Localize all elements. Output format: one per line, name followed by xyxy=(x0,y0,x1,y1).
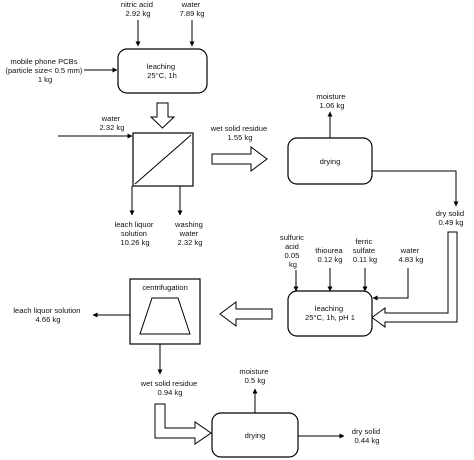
pcbs-label: mobile phone PCBs (particle size< 0.5 mm… xyxy=(5,57,84,84)
centrifugation-label: centrifugation xyxy=(142,283,188,292)
wet-solid-to-drying-2-arrow xyxy=(154,403,212,445)
leach-liquor-1-label: leach liquor solution 10.26 kg xyxy=(115,220,156,247)
leaching-1-label: leaching 25°C, 1h xyxy=(147,62,177,80)
thiourea-label: thiourea 0.12 kg xyxy=(315,246,345,264)
leach-liquor-2-label: leach liquor solution 4.66 kg xyxy=(13,306,82,324)
nitric-acid-label: nitric acid 2.92 kg xyxy=(121,0,155,18)
washing-water-label: washing water 2.32 kg xyxy=(174,220,205,247)
leaching-2-box xyxy=(287,290,373,337)
filter-to-drying-1-arrow xyxy=(211,146,268,172)
water-leach-2-label: water 4.83 kg xyxy=(399,246,424,264)
dry-solid-to-leaching-2-arrow xyxy=(371,231,458,328)
dry-solid-2-label: dry solid 0.44 kg xyxy=(352,427,382,445)
water-top-label: water 7.89 kg xyxy=(180,0,205,18)
wet-solid-residue-2-label: wet solid residue 0.94 kg xyxy=(140,379,200,397)
filter-diagonal xyxy=(134,134,192,185)
leaching-1-to-filter-arrow xyxy=(149,102,176,129)
leaching-2-label: leaching 25°C, 1h, pH 1 xyxy=(305,304,355,322)
wet-solid-residue-1-label: wet solid residue 1.55 kg xyxy=(210,124,270,142)
water-filter-label: water 2.32 kg xyxy=(100,114,125,132)
ferric-sulfate-label: ferric sulfate 0.11 kg xyxy=(353,237,378,264)
moisture-1-label: moisture 1.06 kg xyxy=(316,92,347,110)
drying-1-label: drying xyxy=(320,157,341,166)
dry-solid-1-label: dry solid 0.49 kg xyxy=(436,209,466,227)
leaching-2-to-centrifuge-arrow xyxy=(219,301,273,327)
leaching-1-box xyxy=(117,48,208,94)
drying-2-label: drying xyxy=(245,431,266,440)
sulfuric-acid-label: sulfuric acid 0.05 kg xyxy=(280,233,306,269)
centrifugation-box xyxy=(129,278,201,345)
water-leach-2-arrow xyxy=(372,268,409,301)
moisture-2-label: moisture 0.5 kg xyxy=(239,367,270,385)
centrifuge-bowl-icon xyxy=(139,297,191,335)
drying-1-to-dry-solid-line xyxy=(372,170,459,207)
